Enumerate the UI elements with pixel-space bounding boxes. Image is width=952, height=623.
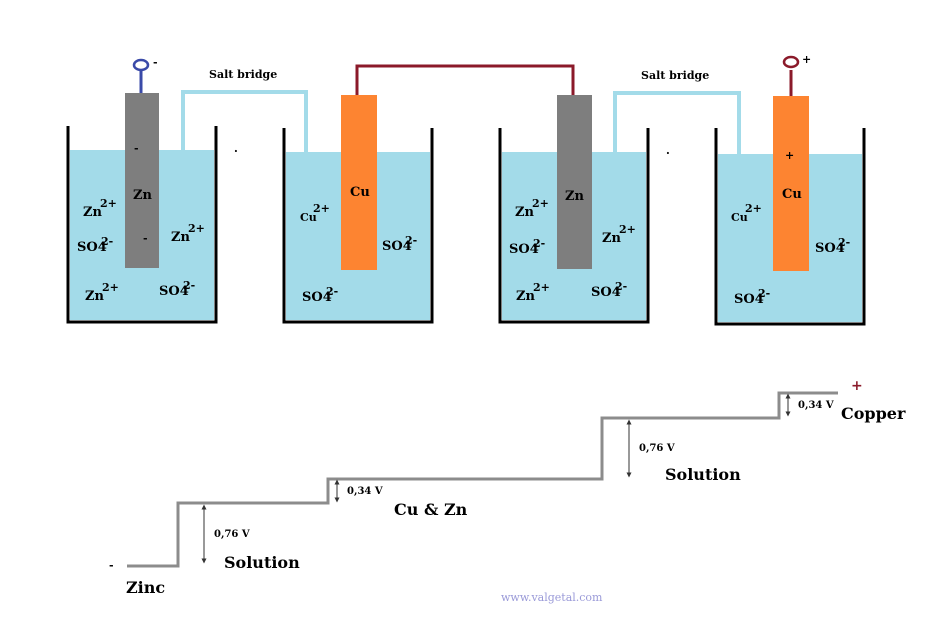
zinc-electrode-2 xyxy=(557,95,592,269)
ion-zn-1c-charge: 2+ xyxy=(102,281,119,294)
copper-beaker-2: Cu + + Cu 2+ SO4 2- SO4 2- xyxy=(714,53,866,326)
level-label-cu-zn: Cu & Zn xyxy=(394,500,468,519)
level-label-zinc: Zinc xyxy=(126,578,165,597)
salt-bridge-label-1: Salt bridge xyxy=(209,68,277,81)
surface-mark-1b: - xyxy=(143,232,148,245)
ion-so4-2b: SO4 xyxy=(591,285,621,300)
zinc-beaker-1: Zn - - - Zn 2+ SO4 2- Zn 2+ Zn 2+ SO4 2- xyxy=(66,56,218,324)
zinc-electrode-label-2: Zn xyxy=(565,189,584,204)
stray-dot-1: · xyxy=(234,145,238,158)
cell-1: Zn - - - Zn 2+ SO4 2- Zn 2+ Zn 2+ SO4 2-… xyxy=(66,56,434,324)
copper-electrode-1 xyxy=(341,95,377,270)
ion-zn-2a-charge: 2+ xyxy=(532,197,549,210)
potential-staircase: - + Zinc 0,76 V Solution 0,34 V Cu & Zn … xyxy=(109,378,906,597)
ion-so4-1d-charge: 2- xyxy=(326,285,338,298)
ion-so4-2d-charge: 2- xyxy=(758,287,770,300)
jump-label-2: 0,34 V xyxy=(347,486,383,497)
level-label-copper: Copper xyxy=(841,404,906,423)
copper-beaker-1: Cu Cu 2+ SO4 2- SO4 2- xyxy=(282,95,434,324)
zinc-beaker-2: Zn Zn 2+ SO4 2- Zn 2+ Zn 2+ SO4 2- xyxy=(498,95,650,324)
positive-terminal-sign: + xyxy=(802,53,811,66)
ion-zn-2c-charge: 2+ xyxy=(533,281,550,294)
jump-label-3: 0,76 V xyxy=(639,443,675,454)
ion-cu-2-charge: 2+ xyxy=(745,202,762,215)
zinc-electrode-1 xyxy=(125,93,159,268)
ion-zn-2b-charge: 2+ xyxy=(619,223,636,236)
ion-so4-2c: SO4 xyxy=(815,241,845,256)
ion-zn-1a: Zn xyxy=(83,205,102,220)
connecting-wire xyxy=(355,64,575,95)
end-sign: + xyxy=(851,378,863,394)
negative-terminal-icon xyxy=(132,58,150,72)
ion-zn-2c: Zn xyxy=(516,289,535,304)
ion-zn-2b: Zn xyxy=(602,231,621,246)
copper-electrode-label-2: Cu xyxy=(782,187,802,202)
stray-dot-2: · xyxy=(666,147,670,160)
salt-bridge-2 xyxy=(613,91,741,154)
watermark: www.valgetal.com xyxy=(501,591,603,604)
salt-bridge-1 xyxy=(181,90,308,152)
negative-terminal-sign: - xyxy=(153,56,158,69)
zinc-electrode-label-1: Zn xyxy=(133,188,152,203)
ion-zn-1a-charge: 2+ xyxy=(100,197,117,210)
salt-bridge-label-2: Salt bridge xyxy=(641,69,709,82)
jump-label-1: 0,76 V xyxy=(214,529,250,540)
beaker-wall-2a xyxy=(498,128,650,324)
ion-so4-1d: SO4 xyxy=(302,290,332,305)
ion-zn-1c: Zn xyxy=(85,289,104,304)
ion-so4-1b: SO4 xyxy=(159,284,189,299)
ion-cu-1: Cu xyxy=(300,211,317,224)
copper-electrode-label-1: Cu xyxy=(350,185,370,200)
ion-so4-1c: SO4 xyxy=(382,239,412,254)
beaker-wall-2b xyxy=(714,128,866,326)
start-sign: - xyxy=(109,559,114,572)
ion-so4-2c-charge: 2- xyxy=(838,236,850,249)
beaker-wall-1a xyxy=(66,126,218,324)
ion-so4-2d: SO4 xyxy=(734,292,764,307)
beaker-wall-1b xyxy=(282,128,434,324)
ion-so4-1a: SO4 xyxy=(77,240,107,255)
positive-terminal-icon xyxy=(782,55,800,69)
ion-so4-2b-charge: 2- xyxy=(615,280,627,293)
ion-zn-2a: Zn xyxy=(515,205,534,220)
ion-so4-1a-charge: 2- xyxy=(101,235,113,248)
jump-label-4: 0,34 V xyxy=(798,400,834,411)
level-label-solution-2: Solution xyxy=(665,465,741,484)
ion-so4-2a-charge: 2- xyxy=(533,237,545,250)
ion-cu-2: Cu xyxy=(731,211,748,224)
ion-cu-1-charge: 2+ xyxy=(313,202,330,215)
staircase-line xyxy=(127,391,838,568)
surface-mark-2: + xyxy=(785,149,794,162)
ion-so4-2a: SO4 xyxy=(509,242,539,257)
copper-electrode-2 xyxy=(773,96,809,271)
surface-mark-1a: - xyxy=(134,142,139,155)
ion-so4-1b-charge: 2- xyxy=(183,279,195,292)
ion-zn-1b: Zn xyxy=(171,230,190,245)
ion-so4-1c-charge: 2- xyxy=(405,234,417,247)
cell-2: Zn Zn 2+ SO4 2- Zn 2+ Zn 2+ SO4 2- Salt … xyxy=(498,53,866,326)
ion-zn-1b-charge: 2+ xyxy=(188,222,205,235)
level-label-solution-1: Solution xyxy=(224,553,300,572)
